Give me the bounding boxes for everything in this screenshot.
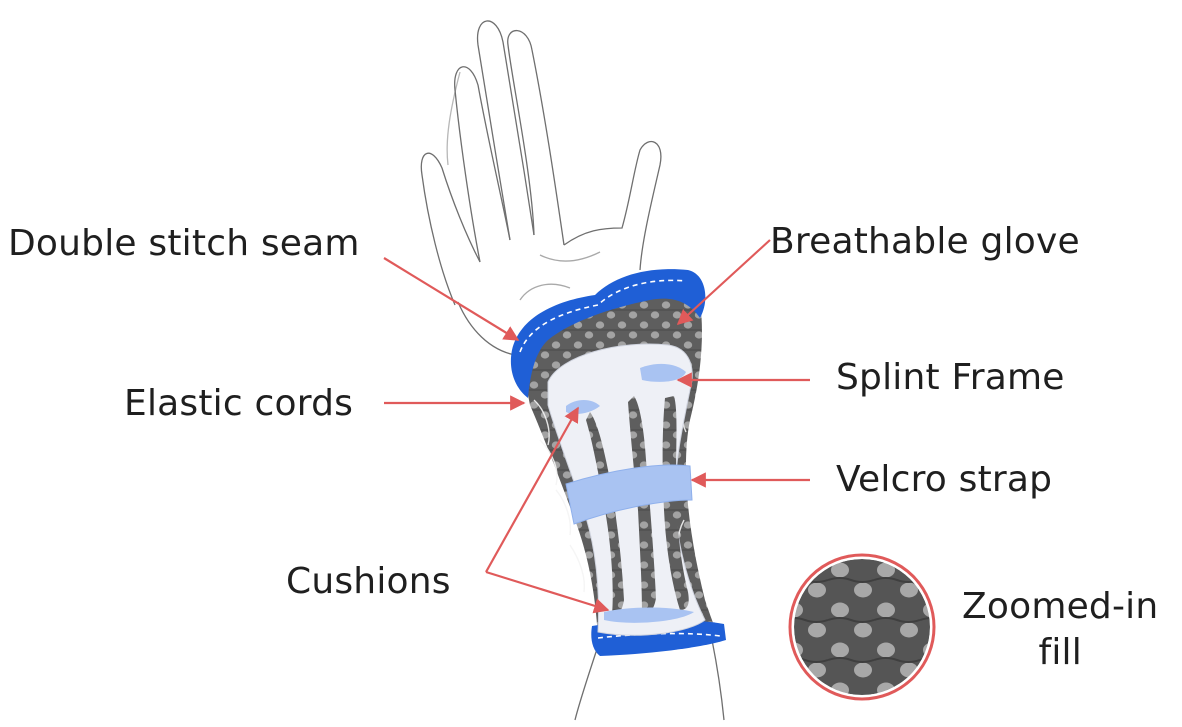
label-zoom-line1: Zoomed-in <box>962 584 1158 630</box>
label-velcro-strap: Velcro strap <box>836 460 1052 500</box>
label-splint-frame: Splint Frame <box>836 358 1065 398</box>
label-breathable-glove: Breathable glove <box>770 222 1080 262</box>
zoomed-fill-circle <box>790 555 934 699</box>
label-zoomed-in-fill: Zoomed-in fill <box>962 584 1158 676</box>
label-cushions: Cushions <box>286 562 451 602</box>
label-zoom-line2: fill <box>962 630 1158 676</box>
label-double-stitch-seam: Double stitch seam <box>8 224 360 264</box>
label-elastic-cords: Elastic cords <box>124 384 353 424</box>
